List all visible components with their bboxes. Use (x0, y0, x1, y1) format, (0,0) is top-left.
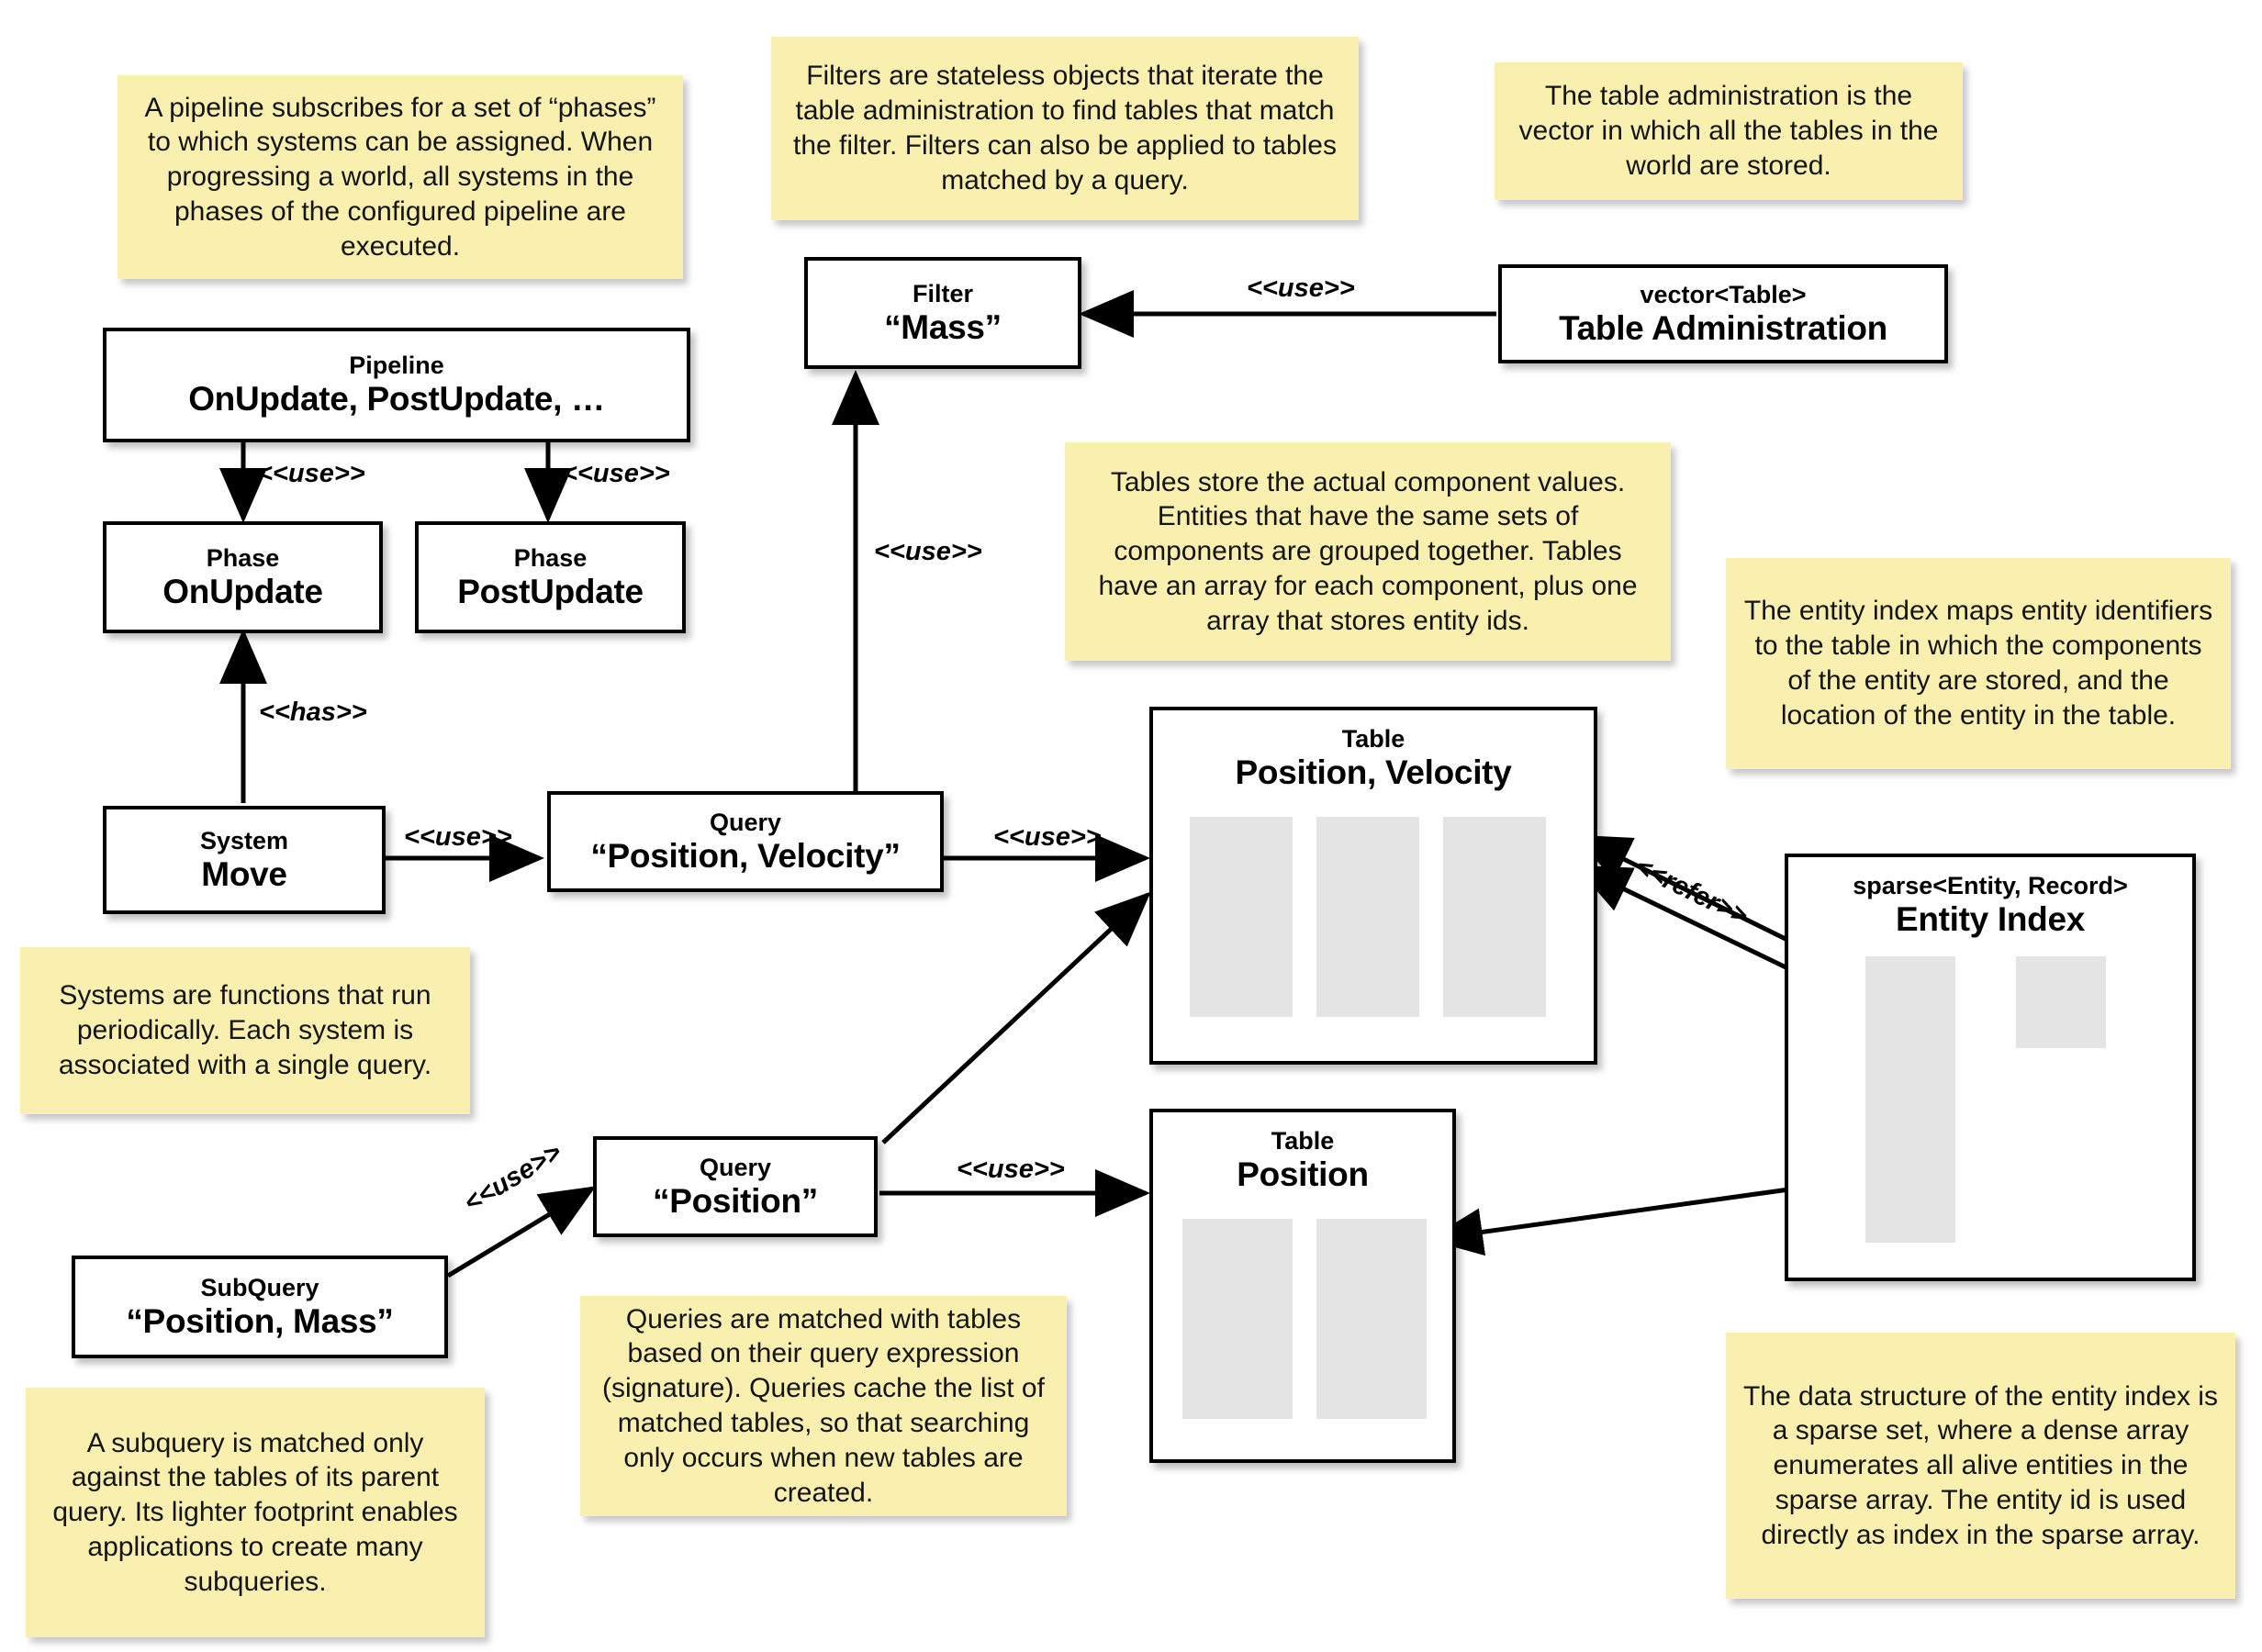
edge-label-pipeline-onupdate: <<use>> (257, 459, 365, 488)
table-pv-column-3 (1443, 817, 1546, 1017)
box-system-move[interactable]: System Move (103, 806, 386, 914)
note-tables: Tables store the actual component values… (1065, 442, 1671, 661)
system-move-name: Move (201, 854, 287, 893)
note-sparse-set: The data structure of the entity index i… (1726, 1333, 2235, 1599)
note-filter: Filters are stateless objects that itera… (771, 37, 1359, 220)
edge-label-querypv-uses-table: <<use>> (993, 822, 1102, 852)
note-pipeline: A pipeline subscribes for a set of “phas… (118, 75, 683, 279)
box-entity-index[interactable]: sparse<Entity, Record> Entity Index (1785, 854, 2196, 1281)
note-table-administration: The table administration is the vector i… (1495, 62, 1963, 200)
table-pv-column-1 (1190, 817, 1293, 1017)
edge-label-tableadmin-uses-filter: <<use>> (1247, 273, 1355, 303)
pipeline-stereotype: Pipeline (349, 352, 444, 379)
query-pv-name: “Position, Velocity” (590, 836, 901, 875)
phase-postupdate-name: PostUpdate (457, 572, 644, 610)
entity-index-sparse-array (1865, 956, 1955, 1243)
edge-label-entityindex-refers-table: <<refer>> (1629, 852, 1752, 932)
entity-index-name: Entity Index (1895, 900, 2086, 938)
pipeline-name: OnUpdate, PostUpdate, … (188, 380, 605, 418)
note-entity-index: The entity index maps entity identifiers… (1726, 558, 2231, 769)
box-subquery-position-mass[interactable]: SubQuery “Position, Mass” (72, 1256, 448, 1358)
note-subquery: A subquery is matched only against the t… (26, 1388, 485, 1637)
box-table-position[interactable]: Table Position (1149, 1109, 1456, 1463)
box-query-position-velocity[interactable]: Query “Position, Velocity” (547, 791, 944, 892)
edge-label-pipeline-postupdate: <<use>> (562, 459, 670, 488)
box-pipeline[interactable]: Pipeline OnUpdate, PostUpdate, … (103, 328, 690, 442)
edge-label-system-uses-query: <<use>> (404, 822, 512, 852)
table-pv-name: Position, Velocity (1235, 753, 1512, 791)
edge-label-query-uses-filter: <<use>> (874, 537, 982, 566)
table-p-stereotype: Table (1271, 1127, 1335, 1155)
phase-postupdate-stereotype: Phase (513, 543, 588, 572)
filter-stereotype: Filter (912, 279, 973, 307)
table-p-column-2 (1316, 1219, 1427, 1419)
table-pv-column-2 (1316, 817, 1419, 1017)
box-table-administration[interactable]: vector<Table> Table Administration (1498, 264, 1948, 363)
subquery-name: “Position, Mass” (126, 1301, 394, 1340)
edge-label-subquery-uses-query: <<use>> (459, 1137, 567, 1219)
box-phase-onupdate[interactable]: Phase OnUpdate (103, 521, 383, 633)
edge-queryp-tablepv (881, 891, 1151, 1144)
system-move-stereotype: System (199, 826, 289, 854)
edge-label-queryp-uses-table: <<use>> (957, 1155, 1065, 1184)
entity-index-stereotype: sparse<Entity, Record> (1853, 872, 2128, 899)
table-p-name: Position (1237, 1155, 1369, 1193)
note-queries: Queries are matched with tables based on… (580, 1296, 1067, 1516)
note-systems: Systems are functions that run periodica… (20, 947, 470, 1114)
table-admin-stereotype: vector<Table> (1640, 280, 1807, 308)
box-phase-postupdate[interactable]: Phase PostUpdate (415, 521, 686, 633)
box-filter-mass[interactable]: Filter “Mass” (804, 257, 1081, 369)
entity-index-dense-array (2016, 956, 2106, 1048)
query-pv-stereotype: Query (709, 808, 782, 836)
table-admin-name: Table Administration (1559, 308, 1887, 347)
subquery-stereotype: SubQuery (200, 1273, 319, 1301)
table-p-column-1 (1182, 1219, 1293, 1419)
phase-onupdate-stereotype: Phase (206, 543, 280, 572)
table-pv-stereotype: Table (1341, 725, 1405, 753)
phase-onupdate-name: OnUpdate (162, 572, 323, 610)
box-query-position[interactable]: Query “Position” (593, 1136, 878, 1237)
edge-label-system-has-phase: <<has>> (259, 698, 367, 727)
query-p-stereotype: Query (699, 1153, 772, 1181)
query-p-name: “Position” (653, 1181, 818, 1220)
box-table-position-velocity[interactable]: Table Position, Velocity (1149, 707, 1597, 1065)
filter-name: “Mass” (884, 307, 1002, 346)
